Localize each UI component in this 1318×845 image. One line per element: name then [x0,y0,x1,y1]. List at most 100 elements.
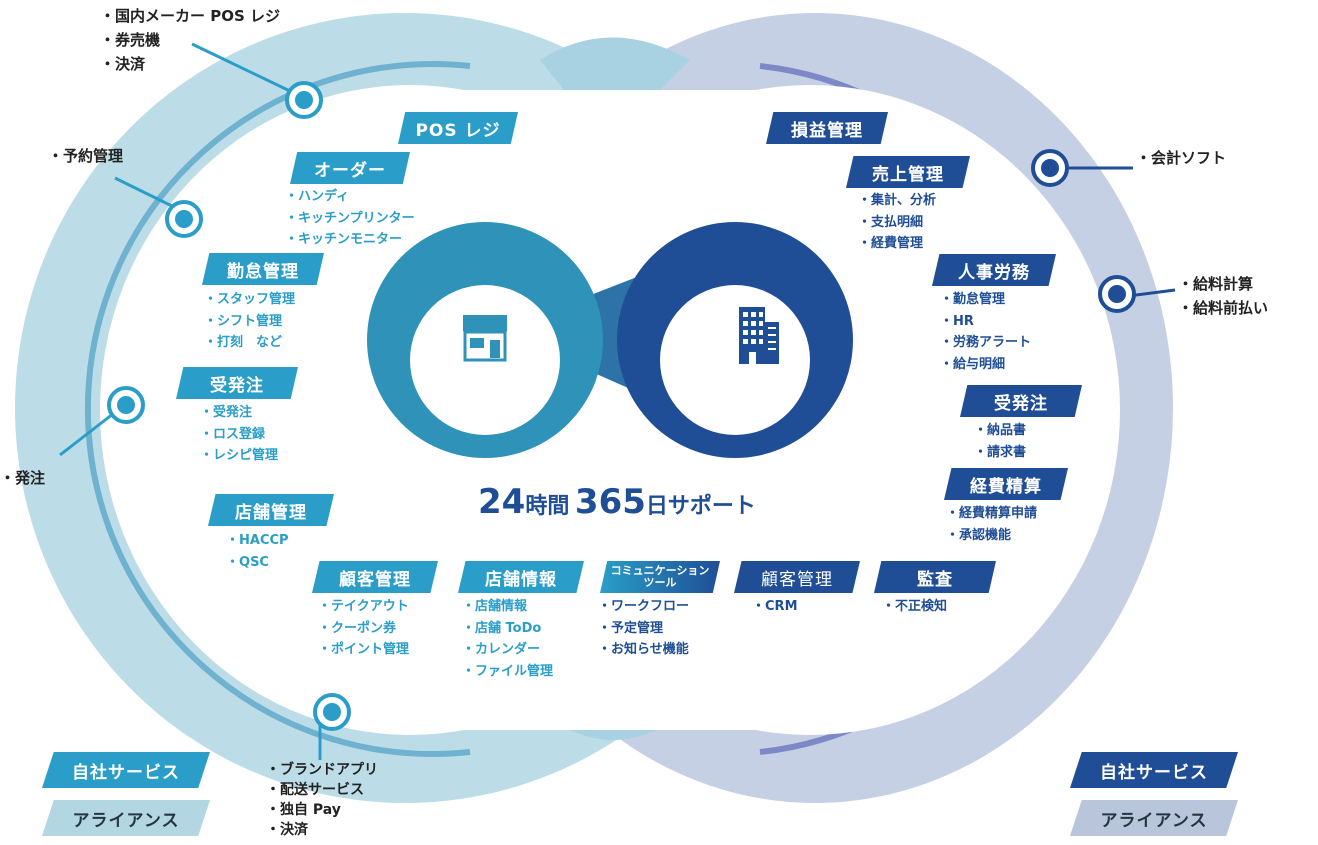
list-item: お知らせ機能 [598,639,689,661]
list-audit: 不正検知 [882,596,947,618]
line-reservation [114,176,177,210]
alliance-pos-makers: 国内メーカー POS レジ 券売機 決済 [100,4,280,76]
list-item: 店舗 ToDo [462,618,553,640]
list-item: 労務アラート [940,332,1031,354]
line-ordering [59,408,119,457]
list-item: 店舗情報 [462,596,553,618]
list-item: ハンディ [285,186,415,208]
tag-store-info: 店舗情報 [458,561,584,593]
node-accounting-icon [1031,149,1069,187]
list-sales: 集計、分析 支払明細 経費管理 [858,190,936,255]
alliance-ordering: 発注 [0,466,45,490]
list-expense: 経費精算申請 承認機能 [946,503,1037,546]
list-item: HR [940,311,1031,333]
tag-store-mgmt: 店舗管理 [208,494,334,526]
list-item: 請求書 [974,442,1026,464]
legend-own-service-right: 自社サービス [1070,752,1238,788]
tag-attendance: 勤怠管理 [202,253,324,285]
alliance-payroll: 給料計算 給料前払い [1178,272,1268,320]
list-item: 経費精算申請 [946,503,1037,525]
list-item: 予約管理 [48,144,123,168]
list-item: 給料計算 [1178,272,1268,296]
list-store-info: 店舗情報 店舗 ToDo カレンダー ファイル管理 [462,596,553,682]
hq-label: 本部 [712,384,757,409]
node-ordering-icon [107,386,145,424]
hq-loop-hole [660,285,810,435]
list-item: 独自 Pay [266,800,378,820]
list-item: 国内メーカー POS レジ [100,4,280,28]
list-item: 勤怠管理 [940,289,1031,311]
tag-hr: 人事労務 [932,254,1056,286]
support-hours-unit: 時間 [525,494,570,519]
tag-communication-line1: コミュニケーション [610,564,710,577]
list-item: 納品書 [974,420,1026,442]
store-icon [463,315,507,362]
tag-pl: 損益管理 [766,112,888,144]
list-item: シフト管理 [204,311,295,333]
list-item: レシピ管理 [200,445,278,467]
list-item: ワークフロー [598,596,689,618]
list-store-mgmt: HACCP QSC [226,530,289,573]
tag-order: オーダー [290,152,410,184]
list-item: スタッフ管理 [204,289,295,311]
list-item: 支払明細 [858,212,936,234]
list-item: CRM [752,596,798,618]
legend-alliance-right: アライアンス [1070,800,1238,836]
list-communication: ワークフロー 予定管理 お知らせ機能 [598,596,689,661]
building-icon [739,307,779,364]
list-item: ロス登録 [200,424,278,446]
list-order: ハンディ キッチンプリンター キッチンモニター [285,186,415,251]
legend-alliance-left: アライアンス [42,800,210,836]
tag-hq-orders: 受発注 [960,385,1082,417]
list-item: 決済 [100,52,280,76]
list-item: 予定管理 [598,618,689,640]
list-item: 発注 [0,466,45,490]
list-item: 経費管理 [858,233,936,255]
alliance-accounting: 会計ソフト [1136,146,1226,170]
list-item: クーポン券 [318,618,409,640]
list-item: ファイル管理 [462,661,553,683]
list-item: 不正検知 [882,596,947,618]
tag-sales: 売上管理 [846,156,970,188]
support-days-unit: 日サポート [645,494,756,519]
node-pos-makers-icon [285,81,323,119]
alliance-reservation: 予約管理 [48,144,123,168]
tag-crm: 顧客管理 [734,561,860,593]
support-days: 365 [574,482,646,522]
tag-audit: 監査 [874,561,996,593]
list-item: キッチンモニター [285,229,415,251]
list-attendance: スタッフ管理 シフト管理 打刻 など [204,289,295,354]
list-item: ポイント管理 [318,639,409,661]
list-orders-received: 受発注 ロス登録 レシピ管理 [200,402,278,467]
list-customer: テイクアウト クーポン券 ポイント管理 [318,596,409,661]
list-hr: 勤怠管理 HR 労務アラート 給与明細 [940,289,1031,375]
list-item: 打刻 など [204,332,295,354]
support-hours: 24 [478,482,526,522]
node-reservation-icon [165,200,203,238]
list-hq-orders: 納品書 請求書 [974,420,1026,463]
list-item: 集計、分析 [858,190,936,212]
list-item: 受発注 [200,402,278,424]
list-item: 券売機 [100,28,280,52]
legend-own-service-left: 自社サービス [42,752,210,788]
list-item: ブランドアプリ [266,760,378,780]
list-item: テイクアウト [318,596,409,618]
list-item: 給与明細 [940,354,1031,376]
node-brand-icon [313,693,351,731]
list-item: HACCP [226,530,289,552]
list-item: 会計ソフト [1136,146,1226,170]
list-crm: CRM [752,596,798,618]
list-item: QSC [226,552,289,574]
list-item: キッチンプリンター [285,208,415,230]
tag-expense: 経費精算 [944,468,1068,500]
list-item: 給料前払い [1178,296,1268,320]
list-item: 承認機能 [946,525,1037,547]
tag-orders-received: 受発注 [176,367,298,399]
alliance-brand: ブランドアプリ 配送サービス 独自 Pay 決済 [266,760,378,840]
tag-communication: コミュニケーション ツール [600,561,720,593]
tag-communication-line2: ツール [643,576,677,589]
list-item: 配送サービス [266,780,378,800]
tag-customer: 顧客管理 [312,561,438,593]
